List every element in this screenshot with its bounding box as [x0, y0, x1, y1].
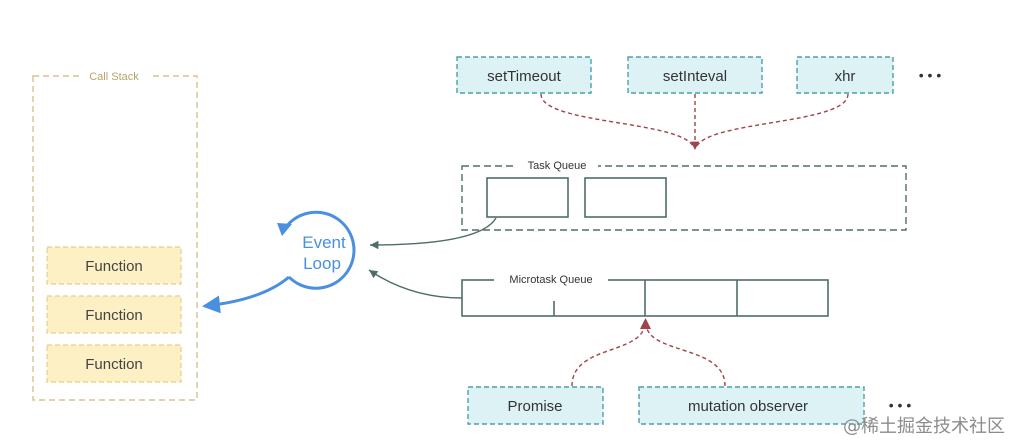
- microtask-arrowhead: [640, 318, 651, 329]
- event-loop-to-call-stack-arrow: [202, 275, 290, 314]
- function-label: Function: [85, 356, 143, 373]
- event-loop: Event Loop: [202, 210, 356, 314]
- microtask-queue-to-event-loop-arrow: [368, 269, 463, 299]
- task-source-arrows: [540, 93, 849, 150]
- source-label: mutation observer: [688, 398, 808, 415]
- call-stack-title: Call Stack: [89, 71, 139, 83]
- source-label: setTimeout: [487, 68, 561, 85]
- source-label: setInteval: [663, 68, 727, 85]
- call-stack-title-bg: [79, 68, 149, 84]
- source-label: Promise: [507, 398, 562, 415]
- event-loop-arrowhead: [277, 223, 292, 236]
- task-slot: [486, 177, 569, 218]
- source-box-settimeout: setTimeout: [456, 56, 592, 94]
- source-box-setinteval: setInteval: [627, 56, 763, 94]
- watermark-text: @稀土掘金技术社区: [843, 416, 1005, 437]
- task-queue-to-event-loop-arrow: [369, 217, 497, 250]
- task-queue-frame: [461, 165, 907, 231]
- more-sources-ellipsis: • • •: [919, 67, 942, 83]
- task-sources: setTimeout setInteval xhr • • •: [456, 56, 942, 94]
- task-queue-title-bg: [514, 158, 598, 172]
- arrow-promise-to-microtask-queue: [571, 324, 646, 387]
- microtask-sources: Promise mutation observer • • •: [467, 386, 912, 425]
- event-loop-label-line1: Event: [302, 233, 346, 252]
- arrow-settimeout-to-task-queue: [540, 93, 695, 149]
- function-label: Function: [85, 258, 143, 275]
- function-frame: Function: [46, 246, 182, 285]
- microtask-queue-title: Microtask Queue: [509, 274, 592, 286]
- call-stack: Call Stack Function Function Function: [32, 68, 198, 401]
- source-box-mutation-observer: mutation observer: [638, 386, 865, 425]
- event-loop-label-line2: Loop: [303, 254, 341, 273]
- function-frame: Function: [46, 344, 182, 383]
- arrow-mutation-observer-to-microtask-queue: [645, 324, 726, 387]
- function-frame: Function: [46, 295, 182, 334]
- task-queue: Task Queue: [461, 158, 907, 231]
- microtask-queue-title-bg: [494, 272, 608, 288]
- arrow-xhr-to-task-queue: [695, 93, 849, 149]
- function-label: Function: [85, 307, 143, 324]
- source-label: xhr: [835, 68, 856, 85]
- source-box-xhr: xhr: [796, 56, 894, 94]
- event-loop-circle: [282, 210, 356, 290]
- source-box-promise: Promise: [467, 386, 604, 425]
- microtask-queue: Microtask Queue: [461, 272, 829, 317]
- task-slot: [584, 177, 667, 218]
- task-queue-title: Task Queue: [528, 160, 587, 172]
- more-micro-sources-ellipsis: • • •: [889, 397, 912, 413]
- microtask-source-arrows: [571, 318, 726, 387]
